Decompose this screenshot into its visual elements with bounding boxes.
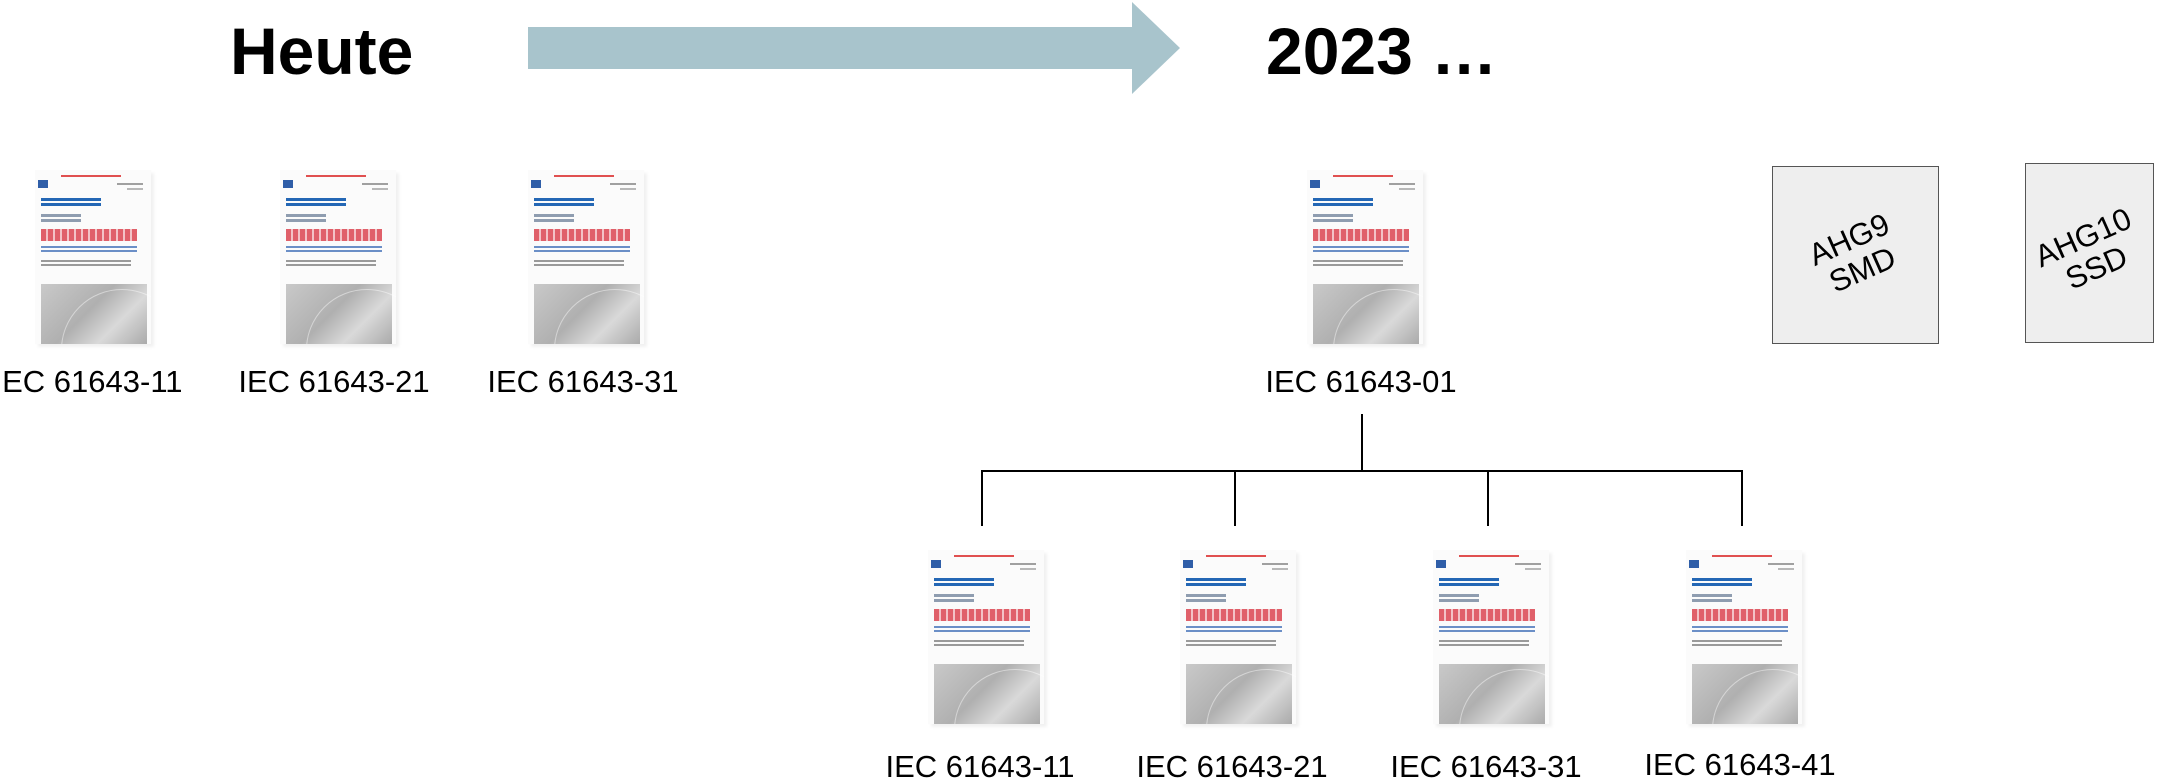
document-label: IEC 61643-31: [487, 364, 679, 399]
child-document-label: IEC 61643-11: [885, 749, 1075, 784]
tree-connector: [1741, 470, 1743, 526]
child-document-thumbnail: [1686, 550, 1802, 724]
child-document-thumbnail: [1433, 550, 1549, 724]
group-box-text: AHG9 SMD: [1802, 206, 1901, 300]
child-document-label: IEC 61643-21: [1136, 749, 1328, 784]
child-document-thumbnail: [928, 550, 1044, 724]
document-label: IEC 61643-21: [238, 364, 430, 399]
tree-connector: [1234, 470, 1236, 526]
parent-document-thumbnail: [1307, 170, 1423, 344]
parent-document-label: IEC 61643-01: [1265, 364, 1457, 399]
tree-connector: [1487, 470, 1489, 526]
document-thumbnail: [35, 170, 151, 344]
tree-connector: [981, 470, 983, 526]
document-label: IEC 61643-11: [0, 364, 183, 399]
child-document-thumbnail: [1180, 550, 1296, 724]
tree-connector: [981, 470, 1743, 472]
child-document-label: IEC 61643-41: [1644, 747, 1836, 782]
document-thumbnail: [280, 170, 396, 344]
timeline-arrow: [528, 2, 1180, 94]
child-document-label: IEC 61643-31: [1390, 749, 1582, 784]
group-box-smd: AHG9 SMD: [1772, 166, 1939, 344]
tree-connector: [1361, 414, 1363, 470]
timeline-end-label: 2023 …: [1266, 14, 1498, 88]
group-box-ssd: AHG10 SSD: [2025, 163, 2154, 343]
timeline-start-label: Heute: [230, 14, 414, 88]
group-box-text: AHG10 SSD: [2029, 200, 2137, 297]
document-thumbnail: [528, 170, 644, 344]
